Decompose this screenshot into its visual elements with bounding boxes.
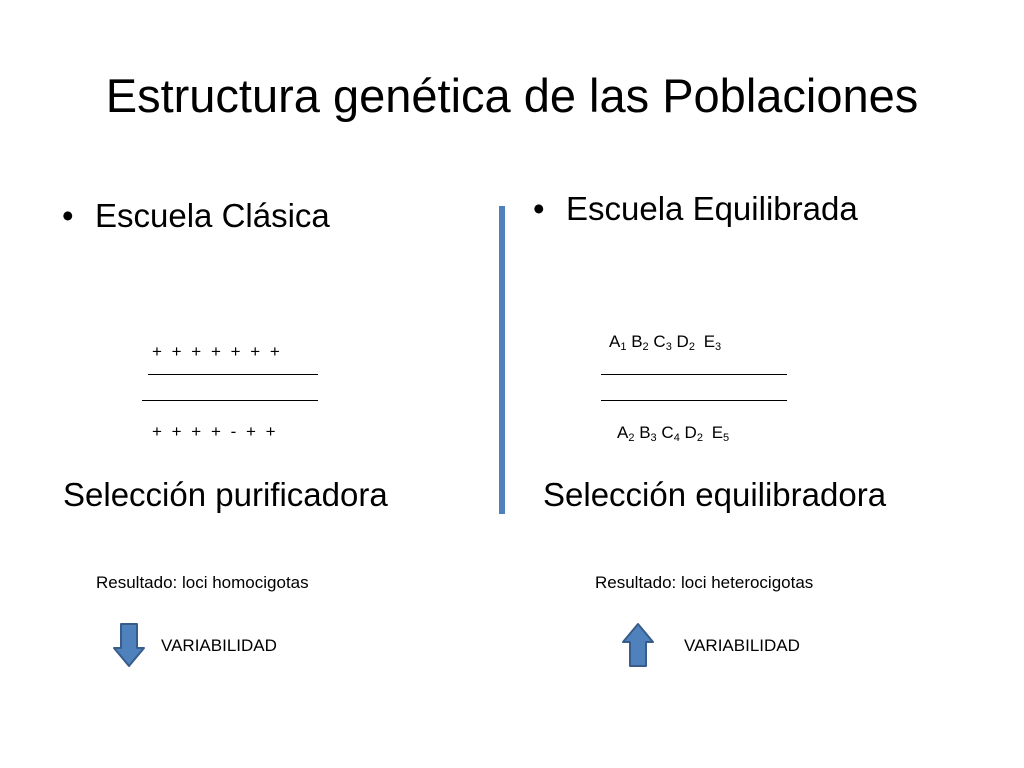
gene: E5	[711, 423, 730, 444]
chromosome-line-bottom-right	[601, 400, 787, 401]
gene: D2	[684, 423, 703, 444]
right-heading: • Escuela Equilibrada	[533, 189, 858, 229]
chromosome-line-top	[148, 374, 318, 375]
result-right: Resultado: loci heterocigotas	[595, 573, 814, 592]
gene-row-bottom: A2 B3 C4 D2 E5	[617, 423, 729, 448]
gene: A1	[609, 332, 627, 353]
slide-title: Estructura genética de las Poblaciones	[105, 69, 919, 122]
gene: A2	[617, 423, 635, 444]
gene: E3	[703, 332, 722, 353]
gene: C3	[653, 332, 672, 353]
selection-left: Selección purificadora	[63, 476, 388, 513]
variability-right: VARIABILIDAD	[684, 636, 800, 655]
left-heading: • Escuela Clásica	[62, 196, 330, 236]
result-left: Resultado: loci homocigotas	[96, 573, 309, 592]
gene: C4	[661, 423, 680, 444]
chromosome-line-top-right	[601, 374, 787, 375]
right-heading-text: Escuela Equilibrada	[566, 190, 858, 227]
chromosome-line-bottom	[142, 400, 318, 401]
allele-row-bottom: + + + + - + +	[152, 422, 277, 441]
selection-right: Selección equilibradora	[543, 476, 887, 513]
gene: B2	[631, 332, 649, 353]
variability-left: VARIABILIDAD	[161, 636, 277, 655]
left-heading-text: Escuela Clásica	[95, 197, 330, 234]
arrow-up-icon	[622, 623, 654, 667]
gene-row-top: A1 B2 C3 D2 E3	[609, 332, 721, 357]
allele-row-top: + + + + + + +	[152, 342, 281, 361]
arrow-down-icon	[113, 623, 145, 667]
bullet-dot: •	[533, 190, 545, 227]
gene: D2	[676, 332, 695, 353]
column-divider	[499, 206, 505, 514]
gene: B3	[639, 423, 657, 444]
bullet-dot: •	[62, 197, 74, 234]
